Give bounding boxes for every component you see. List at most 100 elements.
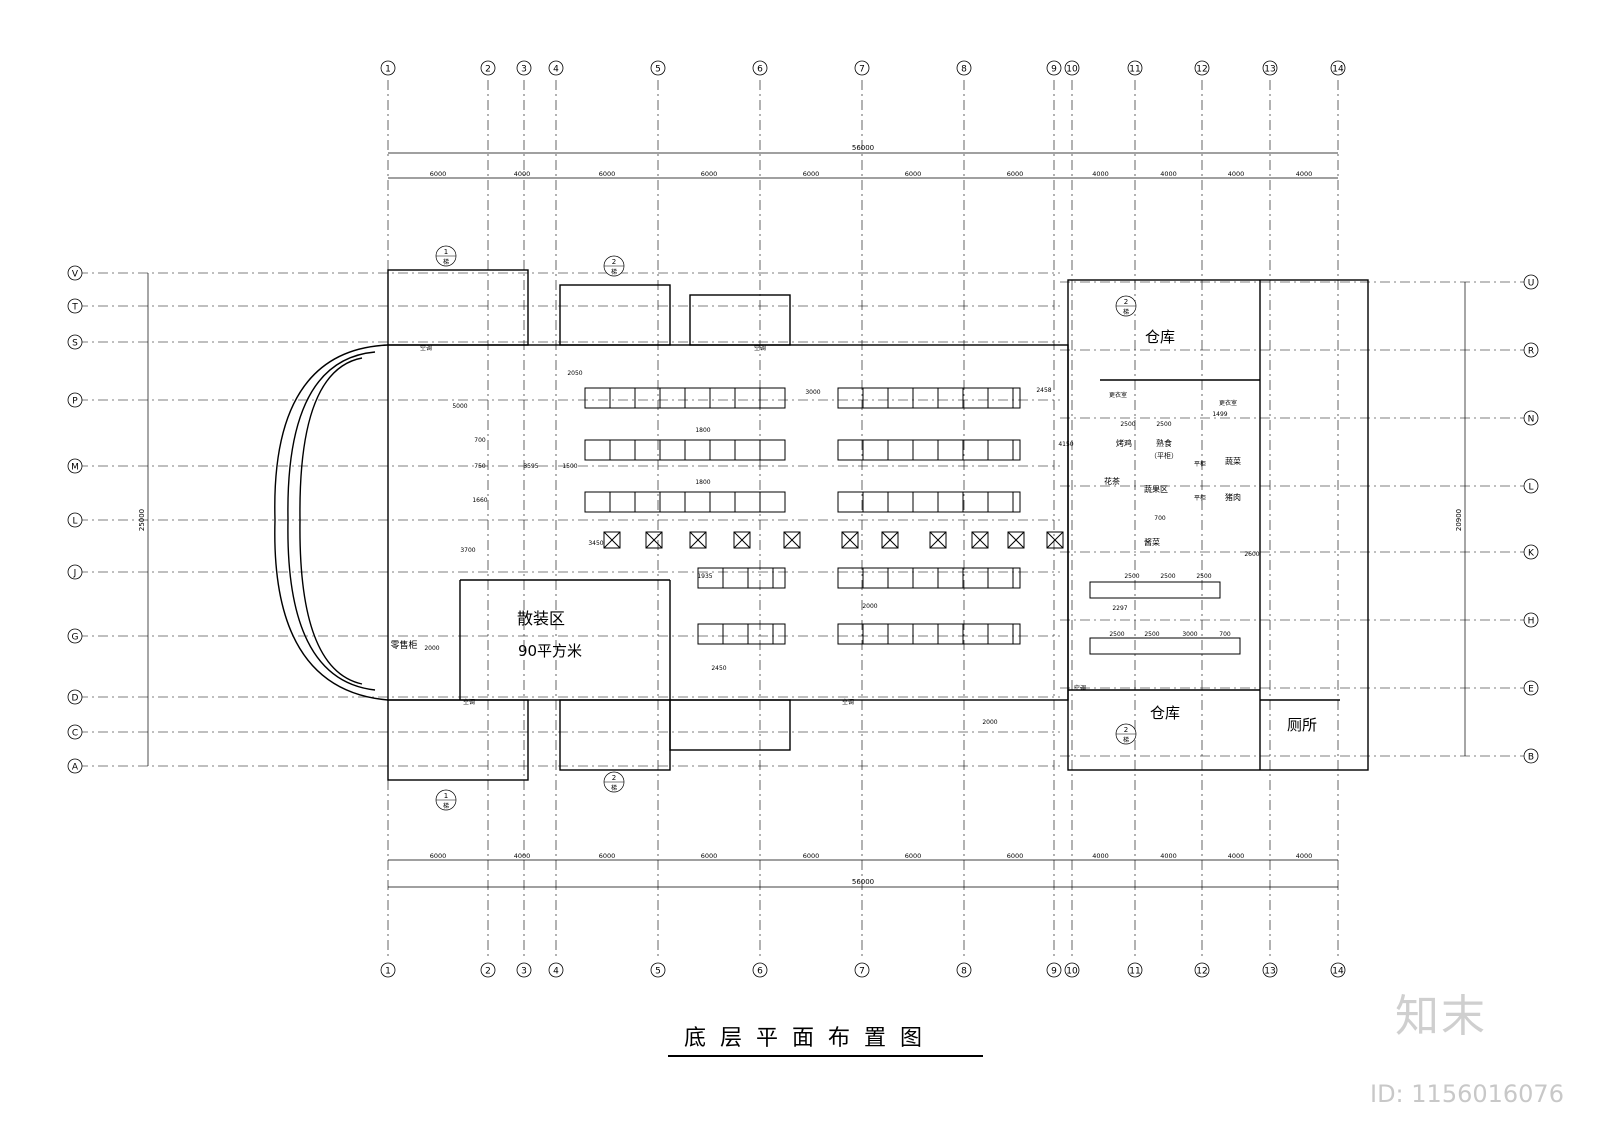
axis-bubble-label: N <box>1528 415 1535 425</box>
display-cube <box>645 531 663 549</box>
dim-interior: 700 <box>1154 515 1166 522</box>
axis-bubble <box>67 628 83 644</box>
dim-interior: 2500 <box>1144 631 1159 638</box>
axis-bubble <box>1262 962 1278 978</box>
stair-tag-number: 2 <box>612 774 616 782</box>
axis-bubble <box>67 265 83 281</box>
dim-bay: 4000 <box>1092 170 1109 178</box>
axis-grid <box>78 80 1528 960</box>
shelf-unit <box>837 567 1021 589</box>
axis-bubble-label: 11 <box>1129 967 1140 977</box>
main-hall-outline <box>387 344 1069 701</box>
axis-bubble-label: 14 <box>1332 967 1344 977</box>
dim-bay: 6000 <box>1007 170 1024 178</box>
dim-bay: 6000 <box>905 852 922 860</box>
title-underline <box>668 1055 983 1057</box>
stair-tag-sub: 梯 <box>611 784 617 792</box>
walls <box>274 269 1369 781</box>
axis-bubble <box>1064 60 1080 76</box>
axis-bubble-label: 13 <box>1264 967 1275 977</box>
dim-interior: 2297 <box>1112 605 1127 612</box>
axis-bubble-label: A <box>72 763 79 773</box>
axis-bubble-label: 5 <box>655 967 661 977</box>
axis-bubble-label: 12 <box>1196 65 1207 75</box>
shelving-units <box>584 387 1241 655</box>
display-cube-cross <box>1046 531 1064 549</box>
dim-bay: 4000 <box>1296 170 1313 178</box>
axis-bubble <box>1523 342 1539 358</box>
dim-interior: 2000 <box>982 719 997 726</box>
stair-tag-number: 2 <box>1124 726 1128 734</box>
dim-bay: 6000 <box>1007 852 1024 860</box>
axis-bubble-label: K <box>1528 549 1535 559</box>
axis-bubble-label: L <box>1528 483 1533 493</box>
axis-bubble <box>67 334 83 350</box>
label-flower-tea: 花茶 <box>1104 476 1120 486</box>
axis-bubble <box>1262 60 1278 76</box>
axis-bubble <box>1523 612 1539 628</box>
axis-bubble <box>67 392 83 408</box>
shelf-unit <box>837 439 1021 461</box>
axis-bubble-label: 8 <box>961 967 967 977</box>
dim-interior: 3450 <box>588 540 603 547</box>
dim-interior: 1660 <box>472 497 487 504</box>
label-cooked-food: 熟食 <box>1156 438 1172 448</box>
dim-interior: 1499 <box>1212 411 1227 418</box>
stair-nw <box>387 269 529 346</box>
axis-bubble <box>650 962 666 978</box>
axis-bubble <box>67 458 83 474</box>
axis-bubble-label: 4 <box>553 967 559 977</box>
axis-bubble-label: 9 <box>1051 65 1057 75</box>
dim-interior: 2500 <box>1109 631 1124 638</box>
label-fruit-veg: 蔬果区 <box>1144 484 1168 494</box>
display-cube-cross <box>929 531 947 549</box>
label-flat-cabinet-2: 平柜 <box>1194 460 1206 468</box>
stair-tag-number: 2 <box>1124 298 1128 306</box>
dim-interior: 1500 <box>562 463 577 470</box>
stair-tag-number: 1 <box>444 792 448 800</box>
kiosk-n <box>689 294 791 346</box>
kiosk-s <box>669 699 791 751</box>
counter <box>1089 637 1241 655</box>
axis-bubble-label: 9 <box>1051 967 1057 977</box>
axis-bubble-label: 6 <box>757 967 763 977</box>
label-retail-counter: 零售柜 <box>390 639 417 651</box>
label-air-conditioner: 空调 <box>463 698 475 706</box>
dim-overall: 56000 <box>852 144 874 152</box>
axis-bubble <box>67 298 83 314</box>
display-cube <box>1007 531 1025 549</box>
stair-tag-sub: 梯 <box>1123 736 1129 744</box>
axis-bubble <box>1194 962 1210 978</box>
axis-bubble <box>380 60 396 76</box>
axis-bubble <box>1330 60 1346 76</box>
axis-bubble <box>650 60 666 76</box>
dim-bay: 4000 <box>1228 170 1245 178</box>
axis-bubble <box>956 60 972 76</box>
room-warehouse-top: 仓库 <box>1145 328 1175 346</box>
axis-bubble <box>548 962 564 978</box>
axis-bubble <box>854 60 870 76</box>
label-roast-chicken: 烤鸡 <box>1116 438 1132 448</box>
display-cube-cross <box>971 531 989 549</box>
axis-bubble-label: D <box>72 694 79 704</box>
dim-interior: 2000 <box>424 645 439 652</box>
dim-interior: 2000 <box>862 603 877 610</box>
stair-tag-number: 1 <box>444 248 448 256</box>
dim-interior: 3000 <box>1182 631 1197 638</box>
axis-bubble-label: 3 <box>521 967 527 977</box>
display-cube <box>733 531 751 549</box>
watermark-logo: 知末 <box>1395 991 1487 1042</box>
display-cube-cross <box>1007 531 1025 549</box>
axis-bubble-label: V <box>72 270 79 280</box>
axis-bubble-label: M <box>71 463 79 473</box>
axis-bubble-label: S <box>72 339 78 349</box>
dim-interior: 700 <box>474 437 486 444</box>
dim-bay: 4000 <box>1296 852 1313 860</box>
label-flat-cabinet-3: 平柜 <box>1194 494 1206 502</box>
axis-bubble-label: 13 <box>1264 65 1275 75</box>
dim-interior: 2500 <box>1120 421 1135 428</box>
axis-bubble-label: 4 <box>553 65 559 75</box>
dim-interior: 3595 <box>523 463 538 470</box>
dim-left-total: 25000 <box>138 509 146 531</box>
display-cube <box>603 531 621 549</box>
